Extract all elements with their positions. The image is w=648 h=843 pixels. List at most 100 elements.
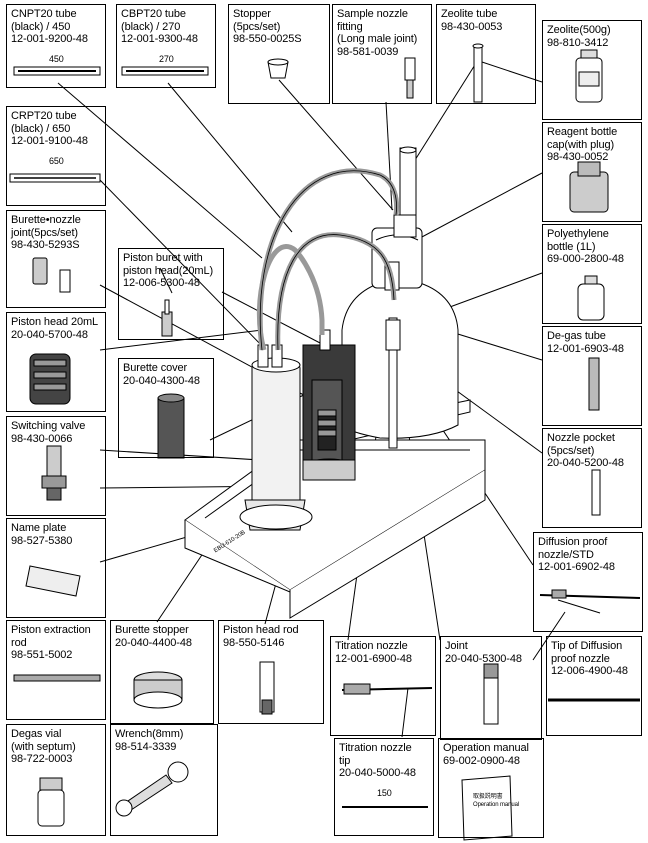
part-label-line: 69-000-2800-48 [547,253,624,265]
part-label-line: Titration nozzle [335,640,408,652]
part-box-nozzle-pocket: Nozzle pocket(5pcs/set)20-040-5200-48 [542,428,642,528]
part-label-line: 98-514-3339 [115,740,177,753]
part-label-line: joint(5pcs/set) [11,226,78,239]
part-box-degas-vial: Degas vial(with septum)98-722-0003 [6,724,106,836]
part-label-line: Piston extraction [11,624,91,636]
part-label-line: piston head(20mL) [123,264,214,277]
part-label-line: 98-430-0066 [11,432,73,445]
part-label-line: Operation manual [443,742,529,754]
part-label-line: Reagent bottle [547,126,618,138]
part-label-line: CNPT20 tube [11,8,77,20]
part-label-line: 20-040-5000-48 [339,767,416,779]
part-label-line: 20-040-4300-48 [123,374,200,387]
part-label-line: Zeolite tube [441,8,498,20]
part-label-line: (Long male joint) [337,33,418,45]
part-label-line: (with septum) [11,740,76,753]
part-box-stopper: Stopper(5pcs/set)98-550-0025S [228,4,330,104]
part-label-line: 98-527-5380 [11,534,73,547]
part-label-line: 12-006-5300-48 [123,277,200,289]
part-label-line: 98-551-5002 [11,649,73,661]
part-label-line: 20-040-5300-48 [445,652,522,665]
part-label-line: 20-040-4400-48 [115,636,192,649]
part-label-line: Zeolite(500g) [547,24,611,36]
part-label-line: cap(with plug) [547,138,615,151]
part-label-line: 12-001-9200-48 [11,33,88,45]
part-label-line: Titration nozzle [339,742,412,754]
part-label-line: Polyethylene [547,228,609,240]
part-label-line: Diffusion proof [538,536,608,548]
part-label-line: 12-001-9300-48 [121,33,198,45]
part-label-line: nozzle/STD [538,548,594,561]
manual-cover-text: 取扱説明書 [473,794,503,800]
part-box-wrench: Wrench(8mm)98-514-3339 [110,724,218,836]
part-label-line: Tip of Diffusion [551,640,623,652]
part-label-line: tip [339,754,351,767]
dimension-label: 270 [159,53,174,64]
part-label-line: CRPT20 tube [11,110,77,122]
part-label-line: 12-001-6902-48 [538,561,615,573]
part-label-line: 98-550-0025S [233,33,302,45]
part-label-line: (5pcs/set) [233,20,281,33]
part-label-line: Wrench(8mm) [115,728,184,740]
part-label-line: 98-430-0052 [547,151,609,163]
part-label-line: Name plate [11,522,67,534]
part-label-line: Burette stopper [115,624,189,636]
part-label-line: Burette cover [123,362,188,374]
part-label-line: 98-550-5146 [223,636,285,649]
part-label-line: proof nozzle [551,652,610,665]
part-label-line: Joint [445,640,468,652]
part-label-line: 98-810-3412 [547,36,609,49]
part-label-line: Sample nozzle [337,8,408,20]
part-label-line: Stopper [233,8,271,20]
part-label-line: Nozzle pocket [547,432,615,444]
part-label-line: 12-001-9100-48 [11,135,88,147]
part-box-zeolite: Zeolite(500g)98-810-3412 [542,20,642,120]
part-label-line: 69-002-0900-48 [443,754,520,767]
dimension-label: 650 [49,155,64,166]
part-label-line: De-gas tube [547,330,606,342]
part-label-line: bottle (1L) [547,240,596,253]
part-label-line: 20-040-5700-48 [11,328,88,341]
part-label-line: 20-040-5200-48 [547,457,624,469]
part-label-line: Burette•nozzle [11,214,81,226]
part-label-line: 12-006-4900-48 [551,665,628,677]
part-label-line: (black) / 650 [11,122,71,135]
manual-cover-text: Operation manual [473,802,520,808]
part-label-line: (black) / 270 [121,20,181,33]
dimension-label: 450 [49,53,64,64]
part-label-line: 98-722-0003 [11,753,73,765]
part-label-line: (black) / 450 [11,20,71,33]
part-label-line: 98-430-0053 [441,20,503,33]
part-label-line: (5pcs/set) [547,444,595,457]
part-label-line: Piston head 20mL [11,316,99,328]
part-label-line: Degas vial [11,728,62,740]
part-label-line: Piston buret with [123,252,203,264]
titrator-unit-illustration [184,146,486,619]
part-label-line: Piston head rod [223,624,299,636]
part-label-line: CBPT20 tube [121,8,186,20]
part-label-line: 98-430-5293S [11,239,80,251]
part-label-line: fitting [337,20,363,33]
